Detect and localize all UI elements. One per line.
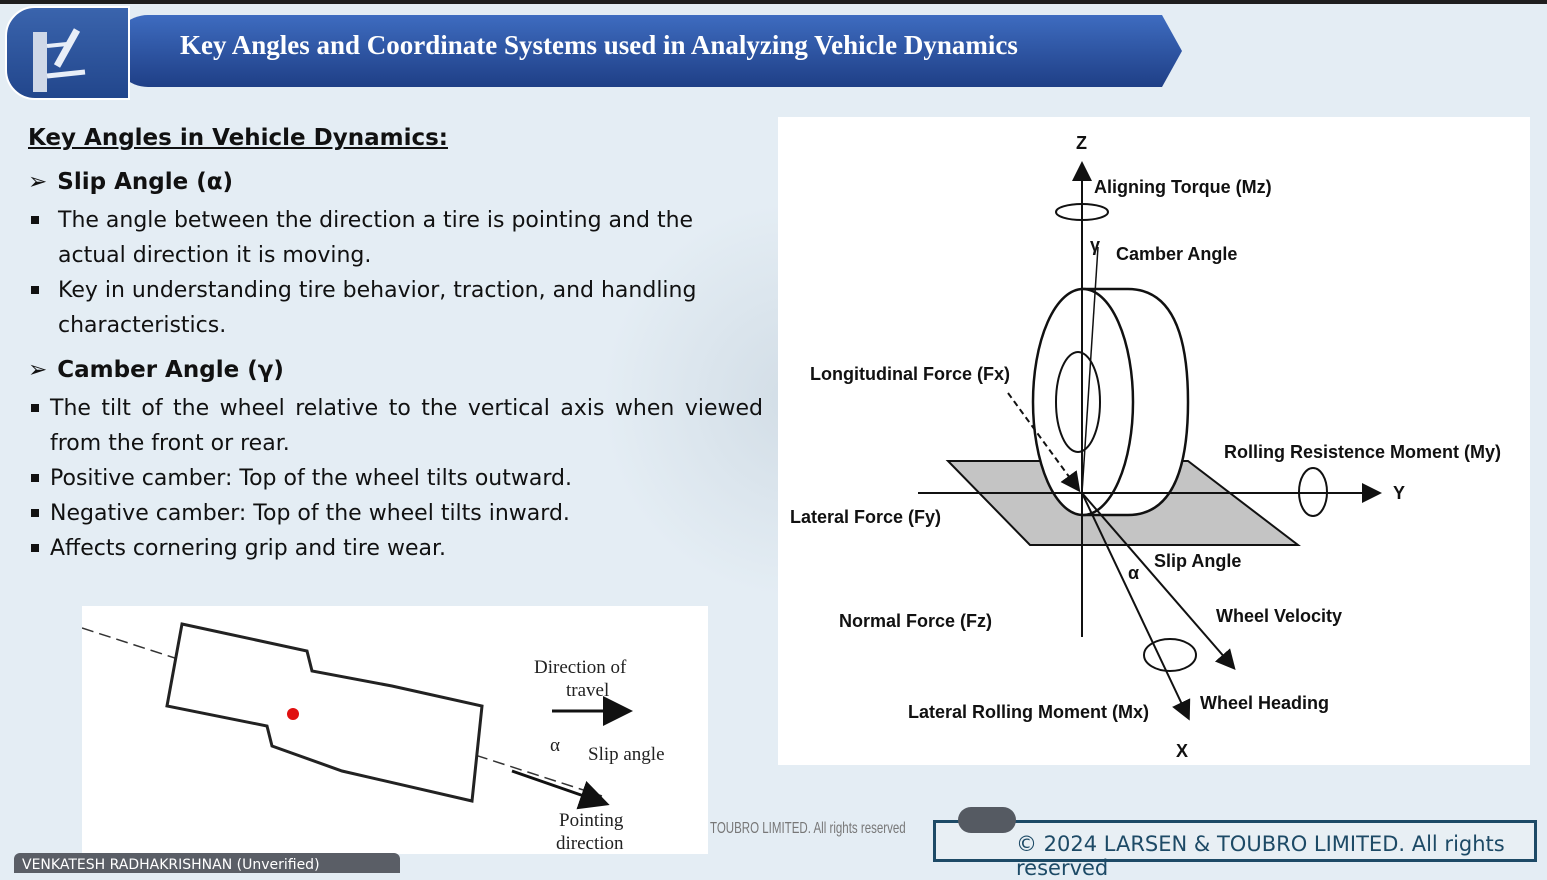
tire-outline <box>165 622 484 803</box>
rolling-resistance-label: Rolling Resistence Moment (My) <box>1224 442 1501 462</box>
pointing-arrow <box>511 769 610 810</box>
slip-angle-heading: ➢Slip Angle (α) <box>28 169 234 195</box>
section-heading: Key Angles in Vehicle Dynamics: <box>28 125 448 151</box>
key-angles-section: Key Angles in Vehicle Dynamics: ➢Slip An… <box>28 125 763 566</box>
camber-angle-label: Camber Angle <box>1116 244 1237 264</box>
travel-label: travel <box>566 680 609 701</box>
x-axis <box>1081 492 1191 721</box>
tire-forces-svg: Z Aligning Torque (Mz) γ Camber Angle Lo… <box>790 133 1501 761</box>
camber-angle-heading: ➢Camber Angle (γ) <box>28 357 284 383</box>
aligning-torque-icon <box>1055 203 1109 221</box>
arrow-bullet-icon: ➢ <box>28 169 48 195</box>
normal-force-label: Normal Force (Fz) <box>839 611 992 631</box>
slip-angle-label: Slip Angle <box>1154 551 1241 571</box>
window-top-bar <box>0 0 1547 4</box>
slide-title: Key Angles and Coordinate Systems used i… <box>180 30 1018 60</box>
pointing-label: Pointing <box>559 810 624 831</box>
watermark-text: TOUBRO LIMITED. All rights reserved <box>710 820 906 837</box>
bullet: The tilt of the wheel relative to the ve… <box>28 391 763 461</box>
z-label: Z <box>1076 133 1087 153</box>
copyright-box: © 2024 LARSEN & TOUBRO LIMITED. All righ… <box>933 820 1537 880</box>
longitudinal-force-label: Longitudinal Force (Fx) <box>810 364 1010 384</box>
slip-angle-tire-image: Direction of travel α Slip angle Pointin… <box>81 606 708 854</box>
y-label: Y <box>1393 483 1405 503</box>
alpha-label: α <box>550 735 560 756</box>
gamma-label: γ <box>1090 235 1100 255</box>
bullet: Positive camber: Top of the wheel tilts … <box>28 461 763 496</box>
wheel-velocity-arrow <box>1081 492 1236 671</box>
suspension-icon <box>33 28 86 92</box>
bullet: The angle between the direction a tire i… <box>28 203 763 273</box>
x-label: X <box>1176 741 1188 761</box>
slip-angle-label: Slip angle <box>588 744 665 765</box>
arrow-bullet-icon: ➢ <box>28 357 48 383</box>
wheel-heading-label: Wheel Heading <box>1200 693 1329 713</box>
aligning-torque-label: Aligning Torque (Mz) <box>1094 177 1272 197</box>
suspension-logo <box>5 6 130 100</box>
lateral-rolling-moment-icon <box>1143 638 1197 672</box>
lateral-force-label: Lateral Force (Fy) <box>790 507 941 527</box>
tire-top-view-svg: Direction of travel α Slip angle Pointin… <box>81 622 665 854</box>
rolling-moment-icon <box>1298 467 1328 517</box>
title-banner <box>112 15 1182 87</box>
direction-label: Direction of <box>534 657 627 678</box>
cursor-dot <box>287 708 299 720</box>
direction-label-2: direction <box>556 833 624 854</box>
tire-coordinate-diagram: Z Aligning Torque (Mz) γ Camber Angle Lo… <box>778 117 1530 765</box>
camber-line <box>1081 246 1099 494</box>
participant-name-bar[interactable]: VENKATESH RADHAKRISHNAN (Unverified) <box>14 853 400 873</box>
lateral-rolling-moment-label: Lateral Rolling Moment (Mx) <box>908 702 1149 722</box>
alpha-label: α <box>1128 563 1139 583</box>
bullet: Affects cornering grip and tire wear. <box>28 531 763 566</box>
hub <box>1055 351 1101 453</box>
toggle-icon[interactable] <box>958 807 1016 833</box>
bullet: Key in understanding tire behavior, trac… <box>28 273 763 343</box>
bullet: Negative camber: Top of the wheel tilts … <box>28 496 763 531</box>
wheel-velocity-label: Wheel Velocity <box>1216 606 1342 626</box>
